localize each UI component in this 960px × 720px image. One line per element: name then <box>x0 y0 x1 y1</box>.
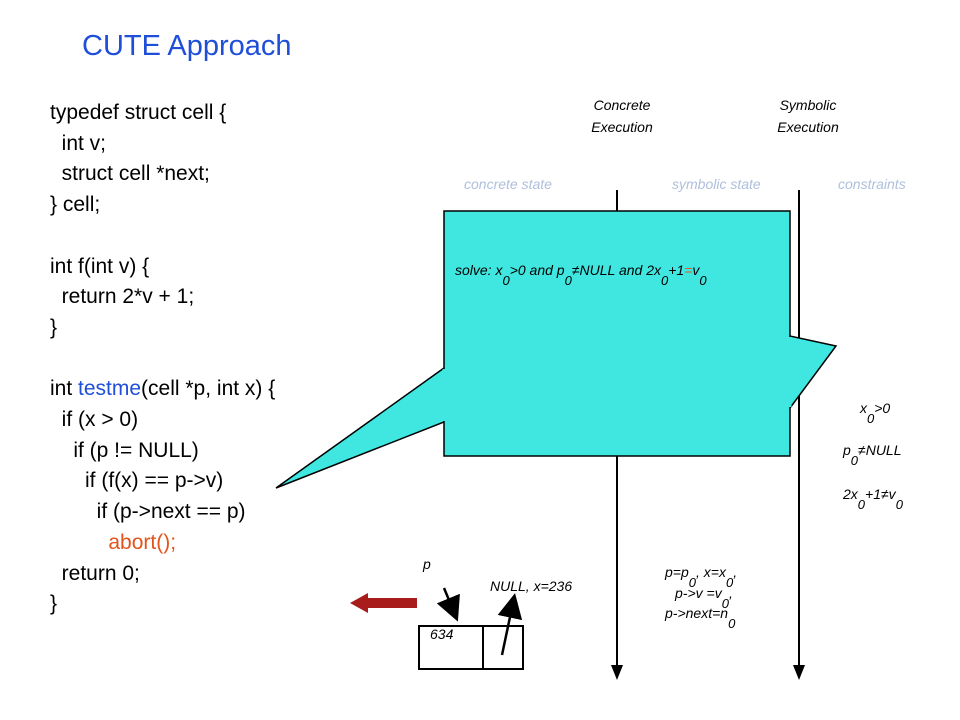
symbolic-token: , <box>733 564 738 580</box>
function-name-testme: testme <box>78 377 142 401</box>
symbolic-execution-header: Symbolic Execution <box>758 94 858 138</box>
symbolic-token: , x=x <box>695 564 726 580</box>
code-listing: typedef struct cell { int v; struct cell… <box>50 98 275 620</box>
callout-token: solve: x <box>455 262 503 278</box>
callout-token: v <box>692 262 700 278</box>
cell-value: 634 <box>430 626 454 642</box>
subscript: 0 <box>564 273 572 288</box>
code-line: if (p->next == p) <box>50 500 246 524</box>
header-line: Execution <box>591 119 653 135</box>
constraints-label: constraints <box>838 176 906 192</box>
symbolic-token: p=p <box>665 564 689 580</box>
subscript: 0 <box>895 497 903 512</box>
concrete-timeline-arrowhead <box>611 665 623 680</box>
symbolic-state-line-3: p->next=n0 <box>665 605 735 631</box>
callout-token: +1 <box>668 262 685 278</box>
callout-token: >0 and p <box>509 262 565 278</box>
callout-token: ≠NULL and 2x <box>571 262 661 278</box>
code-line: abort(); <box>50 531 176 554</box>
subscript: 0 <box>850 453 859 468</box>
concrete-state-label: concrete state <box>464 176 552 192</box>
pointer-arrow-p <box>436 587 460 622</box>
subscript: 0 <box>721 596 729 611</box>
symbolic-token: p->v =v <box>675 585 722 601</box>
callout-tail-right <box>789 335 838 411</box>
symbolic-token: p->next=n <box>665 605 729 621</box>
symbolic-token: , <box>728 585 733 601</box>
code-line: return 0; <box>50 561 140 585</box>
constraint-token: p <box>843 442 851 458</box>
subscript: 0 <box>502 273 510 288</box>
next-pointer-arrow <box>497 593 523 656</box>
code-line: if (f(x) == p->v) <box>50 469 224 493</box>
slide-title: CUTE Approach <box>82 30 292 62</box>
code-line: typedef struct cell { <box>50 101 227 124</box>
code-line: if (x > 0) <box>50 408 139 432</box>
constraint-f-not-equal: 2x0+1≠v0 <box>843 486 903 512</box>
subscript: 0 <box>728 616 736 631</box>
symbolic-state-label: symbolic state <box>672 176 761 192</box>
code-token: int <box>50 377 79 401</box>
code-line: if (p != NULL) <box>50 438 199 462</box>
code-line: int v; <box>50 131 107 155</box>
constraint-token: 2x <box>843 486 858 502</box>
constraint-token: x <box>860 400 867 416</box>
code-line: } <box>50 592 58 616</box>
callout-tail-left <box>275 366 445 489</box>
pointer-p-label: p <box>423 556 431 572</box>
abort-call: abort(); <box>108 530 177 554</box>
code-line: int testme(cell *p, int x) { <box>50 377 275 400</box>
subscript: 0 <box>867 411 875 426</box>
constraint-token: +1≠v <box>865 486 896 502</box>
constraint-token: ≠NULL <box>858 442 902 458</box>
memory-cell-next-box <box>482 625 524 670</box>
symbolic-state-line-1: p=p0, x=x0, <box>665 564 738 590</box>
header-line: Concrete <box>593 97 651 113</box>
subscript: 0 <box>688 575 696 590</box>
subscript: 0 <box>725 575 734 590</box>
code-line: struct cell *next; <box>50 162 210 186</box>
equality-sign: = <box>684 262 693 278</box>
solve-constraint-text: solve: x0>0 and p0≠NULL and 2x0+1=v0 <box>455 262 707 288</box>
subscript: 0 <box>660 273 669 288</box>
symbolic-state-line-2: p->v =v0, <box>675 585 733 611</box>
code-line: } cell; <box>50 193 101 217</box>
symbolic-timeline-arrowhead <box>793 665 805 680</box>
code-line: return 2*v + 1; <box>50 285 195 309</box>
constraint-p-not-null: p0≠NULL <box>843 442 902 468</box>
concrete-execution-header: Concrete Execution <box>572 94 672 138</box>
subscript: 0 <box>699 273 707 288</box>
header-line: Symbolic <box>779 97 837 113</box>
constraint-token: >0 <box>874 400 891 416</box>
constraint-x-positive: x0>0 <box>860 400 891 426</box>
code-line: } <box>50 315 58 339</box>
concrete-values: NULL, x=236 <box>490 578 573 594</box>
header-line: Execution <box>777 119 839 135</box>
code-line: int f(int v) { <box>50 254 150 278</box>
subscript: 0 <box>857 497 866 512</box>
solve-callout-box <box>443 210 791 457</box>
code-token: (cell *p, int x) { <box>141 377 276 401</box>
return-arrow-icon <box>350 593 417 613</box>
